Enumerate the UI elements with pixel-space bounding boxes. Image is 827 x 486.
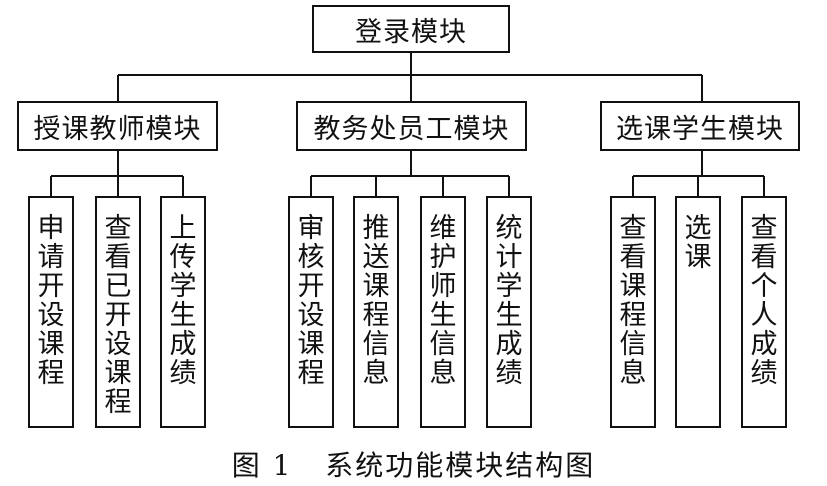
- function-box: 选课: [675, 196, 721, 428]
- student-module: 选课学生模块: [600, 101, 800, 151]
- function-box: 申请开设课程: [28, 196, 74, 428]
- function-label: 审核开设课程: [297, 213, 325, 389]
- figure-caption: 图 1 系统功能模块结构图: [231, 449, 596, 482]
- function-label: 上传学生成绩: [169, 213, 197, 389]
- function-label: 申请开设课程: [37, 213, 65, 389]
- function-label: 统计学生成绩: [495, 213, 523, 389]
- function-label: 查看课程信息: [619, 213, 647, 389]
- staff-module-label: 教务处员工模块: [313, 113, 510, 145]
- root-label: 登录模块: [355, 16, 467, 48]
- function-box: 推送课程信息: [353, 196, 399, 428]
- student-module-label: 选课学生模块: [616, 113, 784, 145]
- root-login-module: 登录模块: [312, 5, 510, 53]
- function-box: 审核开设课程: [288, 196, 334, 428]
- function-label: 推送课程信息: [362, 213, 390, 389]
- function-box: 查看课程信息: [610, 196, 656, 428]
- function-label: 维护师生信息: [429, 213, 457, 389]
- function-label: 选课: [684, 213, 712, 273]
- function-box: 查看已开设课程: [95, 196, 141, 428]
- function-label: 查看已开设课程: [104, 213, 132, 418]
- function-label: 查看个人成绩: [750, 213, 778, 389]
- staff-module: 教务处员工模块: [296, 101, 527, 151]
- teacher-module-label: 授课教师模块: [33, 113, 202, 145]
- function-box: 维护师生信息: [420, 196, 466, 428]
- function-box: 查看个人成绩: [741, 196, 787, 428]
- function-box: 统计学生成绩: [486, 196, 532, 428]
- teacher-module: 授课教师模块: [17, 101, 218, 151]
- function-box: 上传学生成绩: [160, 196, 206, 428]
